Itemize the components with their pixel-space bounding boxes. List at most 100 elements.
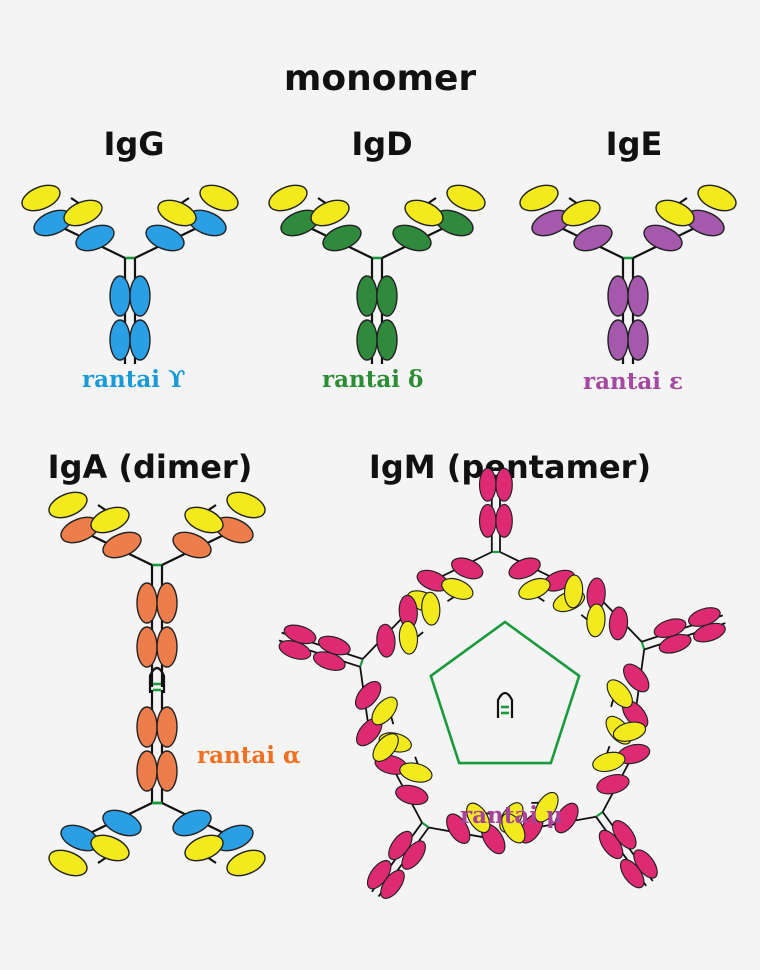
light-chain-domain [399, 762, 433, 783]
heavy-chain-domain [623, 663, 650, 693]
light-chain-domain [697, 184, 737, 212]
fc-domain [156, 750, 178, 792]
heavy-chain-domain [643, 224, 683, 252]
fc-domain [136, 750, 158, 792]
heavy-chain-domain [75, 224, 115, 252]
fc-domain [376, 275, 398, 317]
title-igd: IgD [351, 125, 413, 163]
igm-pentamer-diagram [278, 466, 726, 899]
title-ige: IgE [605, 125, 663, 163]
light-chain-domain [157, 199, 197, 227]
fc-domain [109, 275, 131, 317]
fc-domain [687, 607, 721, 627]
fc-domain [136, 706, 158, 748]
heavy-chain-domain [376, 623, 396, 658]
heavy-chain-domain [354, 680, 382, 710]
chain-label-iga: rantai α [197, 742, 301, 769]
light-chain-domain [518, 577, 551, 600]
fc-domain [156, 626, 178, 668]
fc-domain [278, 640, 312, 660]
fc-domain [612, 820, 637, 850]
molecule-frame [21, 184, 239, 364]
fc-domain [607, 275, 629, 317]
light-chain-domain [184, 506, 224, 534]
molecule-frame [48, 801, 266, 877]
heavy-chain-domain [102, 809, 142, 837]
fc-domain [607, 319, 629, 361]
igg-monomer-diagram [21, 184, 239, 364]
light-chain-domain [534, 791, 559, 823]
fc-domain [129, 319, 151, 361]
light-chain-domain [226, 491, 266, 519]
disulfide-bond [359, 658, 364, 668]
light-chain-domain [184, 834, 224, 862]
heavy-chain-domain [392, 224, 432, 252]
j-chain-loop [148, 666, 166, 693]
fc-domain [653, 618, 687, 639]
fc-domain [356, 319, 378, 361]
light-chain-domain [372, 733, 399, 762]
heavy-chain-domain [172, 809, 212, 837]
light-chain-domain [561, 199, 601, 227]
disulfide-bond [421, 821, 430, 829]
iga-dimer-diagram [48, 491, 266, 877]
heavy-chain-domain [508, 557, 541, 580]
fc-domain [478, 503, 497, 538]
fc-domain [156, 706, 178, 748]
heavy-chain-domain [573, 224, 613, 252]
chain-label-igg: rantai ϒ [82, 366, 186, 393]
heavy-chain-domain [102, 531, 142, 559]
light-chain-domain [90, 506, 130, 534]
j-chain-loop [496, 691, 514, 718]
fc-domain [627, 319, 649, 361]
fc-domain [356, 275, 378, 317]
light-chain-domain [226, 849, 266, 877]
light-chain-domain [466, 802, 491, 834]
light-chain-domain [441, 577, 474, 600]
fc-domain [376, 319, 398, 361]
igd-monomer-diagram [268, 184, 486, 364]
heavy-chain-domain [446, 813, 471, 844]
light-chain-domain [404, 199, 444, 227]
light-chain-domain [606, 679, 633, 709]
light-chain-domain [21, 184, 61, 212]
molecule-frame [268, 184, 486, 364]
heavy-chain-domain [172, 531, 212, 559]
heavy-chain-domain [322, 224, 362, 252]
heavy-chain-domain [451, 557, 484, 580]
fc-domain [136, 626, 158, 668]
fc-domain [478, 467, 497, 502]
chain-label-ige: rantai ε [583, 368, 683, 395]
light-chain-domain [268, 184, 308, 212]
title-igg: IgG [103, 125, 165, 163]
fc-domain [129, 275, 151, 317]
fc-domain [156, 582, 178, 624]
light-chain-domain [90, 834, 130, 862]
disulfide-bond [640, 641, 646, 650]
molecule-frame [563, 574, 726, 745]
light-chain-domain [371, 696, 398, 726]
heavy-chain-domain [395, 784, 429, 806]
title-iga: IgA (dimer) [47, 448, 253, 486]
fc-domain [401, 840, 426, 870]
ige-monomer-diagram [519, 184, 737, 364]
heavy-chain-domain [145, 224, 185, 252]
light-chain-domain [586, 603, 606, 638]
light-chain-domain [563, 574, 584, 609]
molecule-frame [48, 491, 266, 687]
light-chain-domain [48, 849, 88, 877]
molecule-frame [519, 184, 737, 364]
light-chain-domain [501, 812, 526, 844]
light-chain-domain [421, 591, 441, 626]
chain-label-igm: rantai μ [460, 802, 563, 829]
light-chain-domain [519, 184, 559, 212]
light-chain-domain [592, 751, 626, 773]
molecule-frame [406, 466, 586, 613]
molecule-frame [366, 732, 526, 899]
fc-domain [109, 319, 131, 361]
fc-domain [136, 582, 158, 624]
heavy-chain-domain [608, 606, 629, 641]
light-chain-domain [655, 199, 695, 227]
fc-domain [627, 275, 649, 317]
